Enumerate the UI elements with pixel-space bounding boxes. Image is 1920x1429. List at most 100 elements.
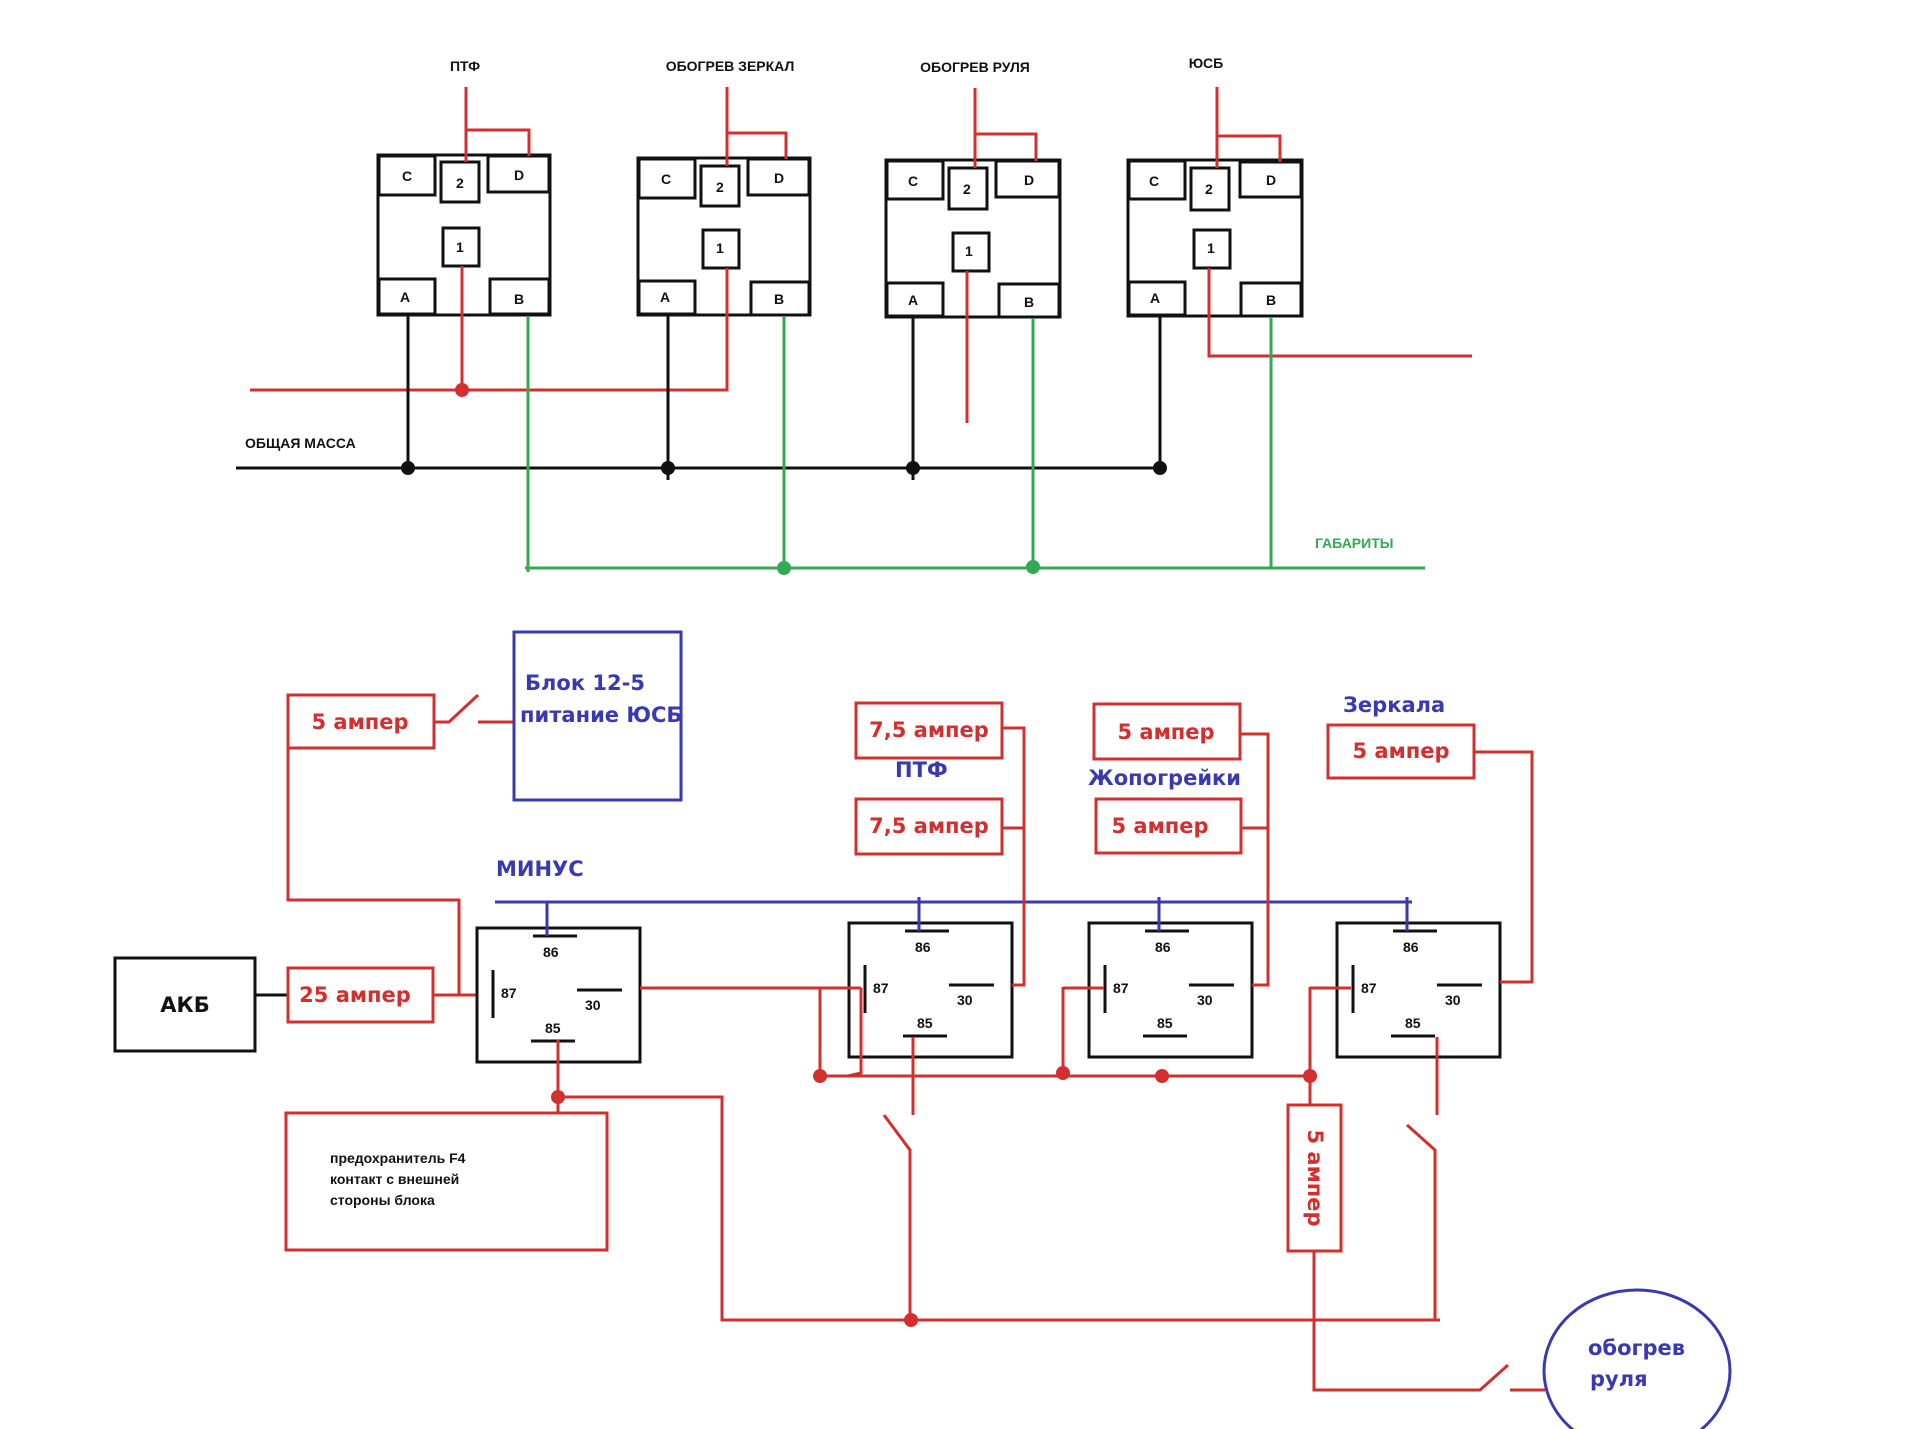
junction-dot <box>455 383 469 397</box>
relay-body <box>475 926 642 1064</box>
switch-mirror-heat: ОБОГРЕВ ЗЕРКАЛ C 2 D 1 A B <box>636 58 812 317</box>
pin-30-label: 30 <box>1445 992 1461 1008</box>
f4-note-box <box>284 1111 609 1252</box>
pin-1-label: 1 <box>716 240 724 256</box>
switch-title-ptf: ПТФ <box>450 58 480 74</box>
usb-switch <box>434 693 480 724</box>
pin-d <box>486 154 551 194</box>
pin-a <box>1127 280 1187 317</box>
wire <box>1217 134 1282 162</box>
pin-d-label: D <box>774 170 784 186</box>
pin-d <box>746 157 811 197</box>
pin-2-label: 2 <box>1205 181 1213 197</box>
pin-c-label: C <box>661 171 671 187</box>
pin-d-label: D <box>514 167 524 183</box>
wire <box>558 1095 1440 1322</box>
junction-dot <box>1155 1069 1169 1083</box>
f4-note-3: стороны блока <box>330 1192 435 1208</box>
pin-c-label: C <box>402 168 412 184</box>
pin-2 <box>439 160 481 204</box>
pin-85-label: 85 <box>545 1020 561 1036</box>
wheel-heater-label-1: обогрев <box>1588 1336 1685 1360</box>
pin-d-label: D <box>1024 172 1034 188</box>
wire <box>286 695 461 995</box>
fuse-seat-1 <box>1092 702 1242 761</box>
pin-87-label: 87 <box>501 985 517 1001</box>
pin-c <box>637 157 697 200</box>
switch-wheel-heat: ОБОГРЕВ РУЛЯ C 2 D 1 A B <box>884 59 1062 319</box>
ground-label: ОБЩАЯ МАССА <box>245 435 356 451</box>
pin-85-label: 85 <box>1157 1015 1173 1031</box>
converter-label-2: питание ЮСБ <box>520 703 682 727</box>
pin-c <box>1127 159 1187 201</box>
pin-30-label: 30 <box>1197 992 1213 1008</box>
junction-dot <box>1056 1066 1070 1080</box>
converter-label-1: Блок 12-5 <box>525 671 645 695</box>
junction-dot <box>1026 560 1040 574</box>
pin-c <box>377 154 437 197</box>
pin-a <box>637 279 697 316</box>
pin-87-label: 87 <box>1113 980 1129 996</box>
pin-86-label: 86 <box>1403 939 1419 955</box>
f4-note-2: контакт с внешней <box>330 1171 459 1187</box>
pin-c-label: C <box>1149 173 1159 189</box>
ptf-label: ПТФ <box>895 758 948 782</box>
battery-box <box>113 956 257 1053</box>
pin-d <box>994 159 1061 199</box>
fuse-ptf-1 <box>854 701 1004 760</box>
fuse-wheel-label: 5 ампер <box>1303 1129 1327 1226</box>
fuse-main <box>286 966 435 1024</box>
pin-b-label: B <box>774 291 784 307</box>
pin-d-label: D <box>1266 172 1276 188</box>
pin-b <box>1239 281 1303 318</box>
pin-d <box>1238 160 1303 199</box>
switch-title-usb: ЮСБ <box>1189 55 1223 71</box>
switch-title-mirror-heat: ОБОГРЕВ ЗЕРКАЛ <box>666 58 795 74</box>
pin-b <box>997 282 1061 319</box>
pin-2 <box>1189 166 1231 212</box>
relay-ptf: 86 87 30 85 <box>847 897 1014 1059</box>
pin-a <box>885 281 945 318</box>
switch-mirrors-control <box>1406 1123 1440 1322</box>
pin-a-label: A <box>400 289 410 305</box>
pin-1 <box>951 231 991 273</box>
wire <box>1474 750 1534 984</box>
pin-87-label: 87 <box>873 980 889 996</box>
junction-dot <box>777 561 791 575</box>
pin-1 <box>701 228 741 270</box>
wheel-heater-label-2: руля <box>1590 1367 1648 1391</box>
pin-a-label: A <box>908 292 918 308</box>
switch-usb: ЮСБ C 2 D 1 A B <box>1126 55 1304 318</box>
junction-dot <box>1303 1069 1317 1083</box>
fuse-mirrors-label: 5 ампер <box>1352 739 1449 763</box>
wire <box>1240 732 1270 987</box>
junction-dot <box>1153 461 1167 475</box>
switch-ptf: ПТФ C 2 D 1 A B <box>376 58 552 317</box>
wheel-heater-circle <box>1542 1288 1732 1429</box>
pin-85-label: 85 <box>1405 1015 1421 1031</box>
pin-a-label: A <box>660 289 670 305</box>
fuse-wheel <box>1286 1103 1343 1253</box>
pin-86-label: 86 <box>1155 939 1171 955</box>
pin-b-label: B <box>1024 294 1034 310</box>
pin-86-label: 86 <box>915 939 931 955</box>
fuse-mirrors <box>1326 723 1476 780</box>
fuse-seat-2-label: 5 ампер <box>1111 814 1208 838</box>
fuse-ptf-2 <box>854 797 1004 856</box>
pin-86-label: 86 <box>543 944 559 960</box>
pin-2-label: 2 <box>716 179 724 195</box>
pin-30-label: 30 <box>957 992 973 1008</box>
switch-title-wheel-heat: ОБОГРЕВ РУЛЯ <box>920 59 1030 75</box>
wire <box>975 132 1038 161</box>
junction-dot <box>401 461 415 475</box>
pin-1 <box>1192 228 1232 270</box>
converter-box <box>512 630 683 802</box>
seat-label: Жопогрейки <box>1088 766 1241 790</box>
wire <box>727 131 788 159</box>
pin-85-label: 85 <box>917 1015 933 1031</box>
pin-b <box>749 280 811 317</box>
